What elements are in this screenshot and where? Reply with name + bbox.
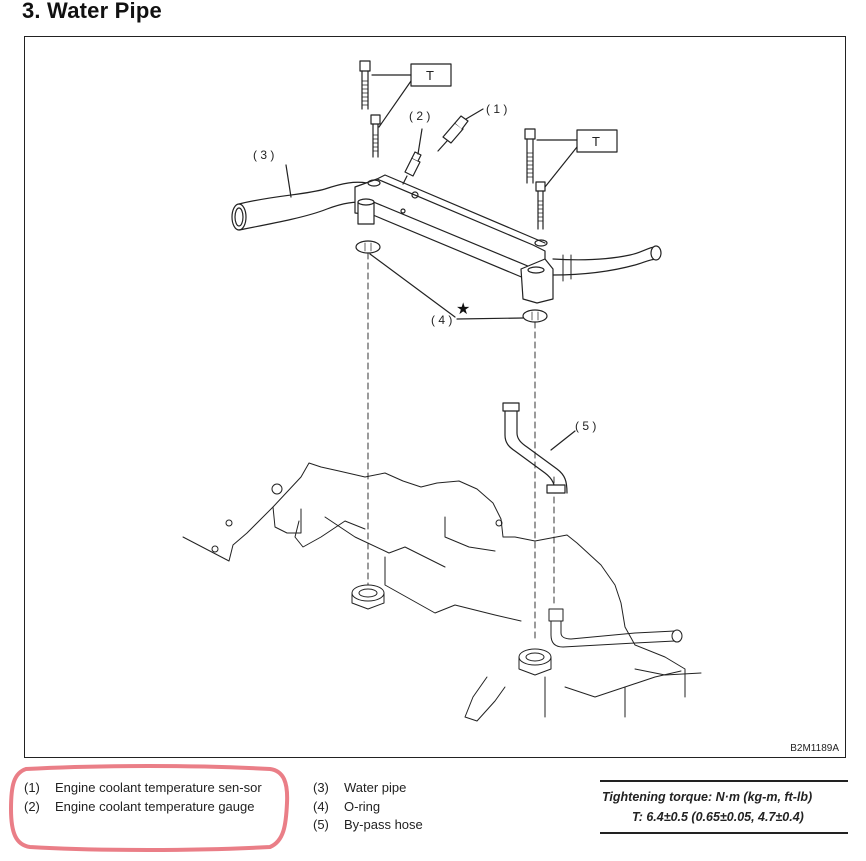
legend-text: By-pass hose <box>344 817 423 832</box>
page-title: 3. Water Pipe <box>22 0 162 23</box>
bolt-left-tall <box>359 60 371 110</box>
bolt-left-short <box>370 114 381 158</box>
coolant-temperature-gauge: ( 2 ) <box>402 109 430 185</box>
legend-text: Engine coolant temperature gauge <box>55 798 255 814</box>
water-pipe-diagram: T T ( 1 ) ( 2 ) <box>24 36 846 758</box>
figure-code: B2M1189A <box>790 743 839 754</box>
by-pass-hose: ( 5 ) <box>502 402 596 494</box>
engine-block-outline <box>182 462 702 722</box>
callout-4: ( 4 ) <box>431 313 452 327</box>
legend-number: (2) <box>24 798 40 814</box>
coolant-temperature-sensor: ( 1 ) <box>437 102 507 152</box>
legend-text: Water pipe <box>344 780 407 795</box>
callout-5: ( 5 ) <box>575 419 596 433</box>
legend-number: (1) <box>24 780 40 795</box>
legend-text: Engine coolant temperature sen-sor <box>55 780 262 795</box>
bolt-right-tall <box>524 128 536 184</box>
bolt-right-short <box>535 181 546 230</box>
callout-1: ( 1 ) <box>486 102 507 116</box>
o-ring-right <box>522 309 548 323</box>
legend-text: O-ring <box>344 798 381 814</box>
water-pipe: ( 3 ) <box>231 148 662 304</box>
legend-item: (1) Engine coolant temperature sen-sor <box>24 779 270 798</box>
legend-number: (4) <box>313 798 329 814</box>
legend-middle: (3) Water pipe (4) O-ring (5) By-pass ho… <box>313 779 494 835</box>
legend-number: (3) <box>313 780 329 795</box>
alignment-lines <box>367 252 555 640</box>
legend-item: (5) By-pass hose <box>313 816 494 835</box>
star-icon: ★ <box>456 299 470 318</box>
legend-number: (5) <box>313 817 329 832</box>
callout-2: ( 2 ) <box>409 109 430 123</box>
torque-mark-left: T <box>426 68 434 83</box>
torque-box-left: T <box>371 63 452 128</box>
torque-box-right: T <box>536 129 618 188</box>
torque-mark-right: T <box>592 134 600 149</box>
legend-item: (2) Engine coolant temperature gauge <box>24 798 270 817</box>
callout-3: ( 3 ) <box>253 148 274 162</box>
legend-item: (4) O-ring <box>313 798 494 817</box>
torque-value: T: 6.4±0.5 (0.65±0.05, 4.7±0.4) <box>632 810 804 824</box>
tightening-torque-box: Tightening torque: N·m (kg-m, ft-lb) T: … <box>600 780 848 834</box>
o-ring-left <box>355 240 381 254</box>
torque-heading: Tightening torque: N·m (kg-m, ft-lb) <box>602 790 813 804</box>
legend-left: (1) Engine coolant temperature sen-sor (… <box>24 779 270 816</box>
legend-item: (3) Water pipe <box>313 779 494 798</box>
